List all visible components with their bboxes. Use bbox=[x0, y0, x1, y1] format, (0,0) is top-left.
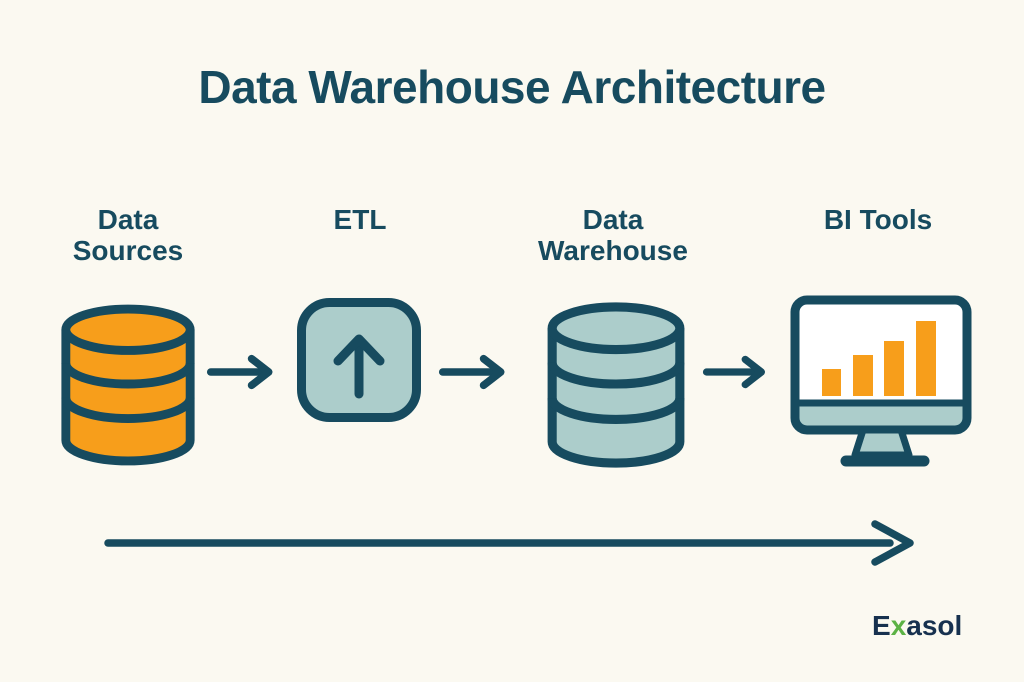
monitor-chart-icon bbox=[790, 295, 972, 467]
bar-4 bbox=[916, 321, 936, 396]
exasol-logo: Exasol bbox=[872, 610, 962, 642]
label-etl: ETL bbox=[333, 204, 387, 235]
label-bi-tools: BI Tools bbox=[823, 204, 933, 235]
bar-2 bbox=[853, 355, 873, 396]
database-icon bbox=[547, 302, 685, 468]
upload-arrow-icon bbox=[297, 298, 421, 422]
bar-3 bbox=[884, 341, 904, 396]
logo-text-part1: E bbox=[872, 610, 891, 641]
logo-text-part2: asol bbox=[906, 610, 963, 641]
bar-1 bbox=[822, 369, 841, 396]
right-arrow-icon bbox=[702, 355, 765, 389]
page-title: Data Warehouse Architecture bbox=[198, 61, 826, 113]
database-icon bbox=[61, 304, 195, 466]
logo-text-accent: x bbox=[890, 610, 907, 641]
label-data-sources: Data Sources bbox=[72, 204, 184, 266]
right-arrow-icon bbox=[206, 354, 273, 390]
label-data-warehouse: Data Warehouse bbox=[538, 204, 688, 266]
right-arrow-icon bbox=[438, 354, 505, 390]
flow-arrow-icon bbox=[104, 520, 914, 566]
